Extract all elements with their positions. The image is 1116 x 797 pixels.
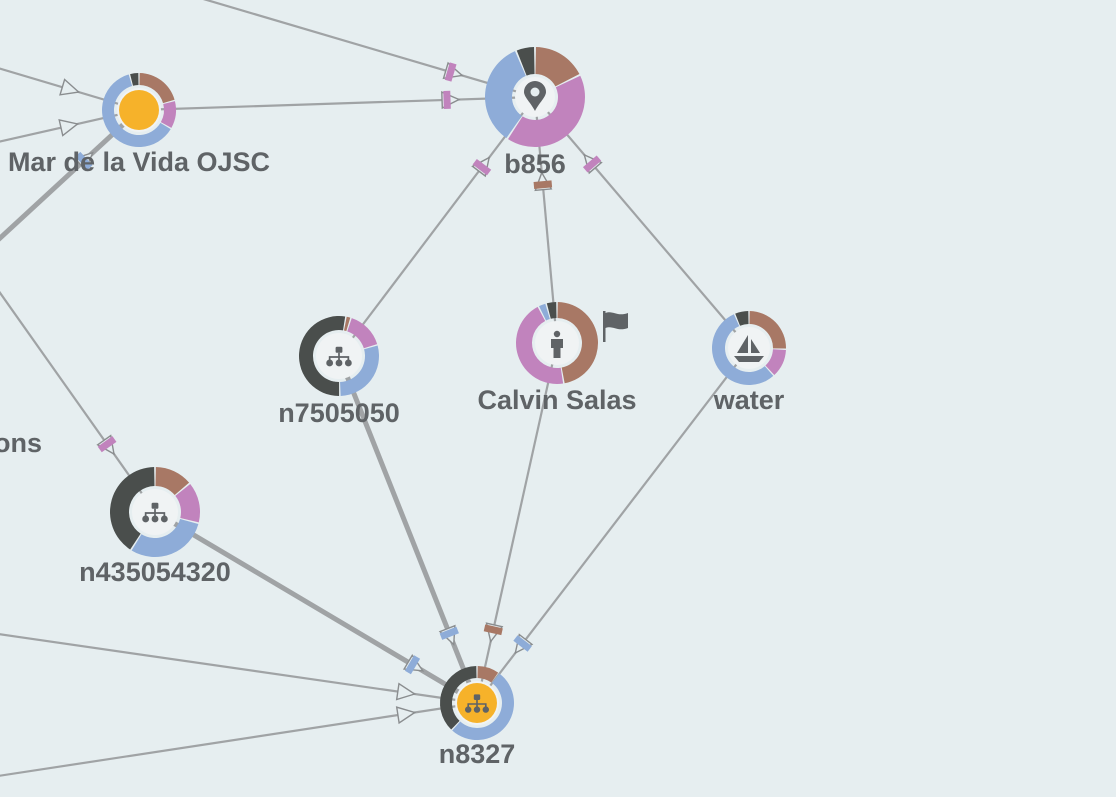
node-water[interactable]: water xyxy=(712,311,786,415)
ring-segment-pink xyxy=(160,101,176,128)
flag-icon xyxy=(603,311,628,342)
link-marker xyxy=(472,158,492,176)
node-center-dot xyxy=(119,90,159,130)
ring-segment-pink xyxy=(347,318,378,349)
edge-line xyxy=(534,96,750,349)
ring-segment-brown xyxy=(535,47,580,87)
ring-segment-brown xyxy=(155,467,190,496)
ring-segment-pink xyxy=(765,349,786,375)
link-marker xyxy=(404,655,421,675)
edge-line xyxy=(0,701,478,777)
ring-segment-pink xyxy=(516,306,564,384)
node-b856[interactable]: b856 xyxy=(484,47,585,179)
node-calvin-salas[interactable]: Calvin Salas xyxy=(477,302,637,415)
ring-segment-dark xyxy=(130,73,139,86)
arrowhead xyxy=(58,118,80,137)
link-marker xyxy=(533,180,553,189)
ring-segment-pink xyxy=(175,483,201,523)
nodes-layer: Mar de la Vida OJSC b856 n7505050 Calvin… xyxy=(0,47,786,769)
edge-offscreen-left-b-to-mar[interactable] xyxy=(0,108,140,143)
node-core xyxy=(728,327,770,369)
link-marker xyxy=(444,62,457,82)
edge-offscreen-left-d-to-n435054320[interactable] xyxy=(0,290,156,513)
ring-segment-dark xyxy=(110,467,155,550)
edge-offscreen-left-top-to-b856[interactable] xyxy=(200,0,536,99)
edges-layer xyxy=(0,0,750,777)
edge-offscreen-left-e-to-n8327[interactable] xyxy=(0,633,478,705)
node-label: Calvin Salas xyxy=(477,385,636,415)
node-label: n7505050 xyxy=(278,398,400,428)
org-chart-icon xyxy=(326,346,352,367)
node-mar-de-la-vida-ojsc[interactable]: Mar de la Vida OJSC xyxy=(8,73,270,177)
org-chart-icon xyxy=(465,694,489,713)
link-marker xyxy=(582,155,602,173)
node-label: b856 xyxy=(504,149,566,179)
edge-line xyxy=(0,290,156,513)
link-marker xyxy=(443,90,451,109)
edge-water-to-n8327[interactable] xyxy=(476,347,750,704)
node-ons-partial[interactable]: ons xyxy=(0,428,42,458)
edge-offscreen-left-a-to-mar[interactable] xyxy=(0,67,140,112)
link-marker xyxy=(513,635,532,652)
ring-segment-dark xyxy=(516,47,535,76)
arrowhead xyxy=(59,78,81,96)
link-marker xyxy=(483,624,503,636)
edge-line xyxy=(138,95,536,112)
sailboat-icon xyxy=(734,335,764,362)
arrowhead xyxy=(395,682,417,701)
edge-calvin-to-n8327[interactable] xyxy=(475,342,559,704)
map-pin-icon xyxy=(524,81,546,111)
edge-water-to-b856[interactable] xyxy=(534,96,750,349)
org-chart-icon xyxy=(142,502,168,523)
ring-segment-dark xyxy=(299,316,346,397)
ring-segment-blue xyxy=(102,74,171,148)
ring-segment-blue xyxy=(484,51,526,139)
link-marker xyxy=(97,436,117,453)
arrowhead xyxy=(395,706,417,725)
ring-segment-blue xyxy=(712,314,774,385)
ring-segment-pink xyxy=(508,75,585,147)
node-n8327[interactable]: n8327 xyxy=(439,666,516,769)
edge-n7505050-to-b856[interactable] xyxy=(338,96,536,357)
ring-segment-blue xyxy=(131,518,199,557)
ring-segment-blue xyxy=(340,345,379,396)
ring-segment-brown xyxy=(749,311,786,349)
ring-segment-brown xyxy=(139,73,175,104)
ring-segment-blue xyxy=(539,303,550,321)
edge-line xyxy=(338,96,536,357)
ring-segment-dark xyxy=(440,666,477,730)
node-label: water xyxy=(713,385,785,415)
edge-offscreen-left-f-to-n8327[interactable] xyxy=(0,701,478,777)
ring-segment-brown xyxy=(344,316,351,332)
edge-line xyxy=(153,509,479,706)
person-icon xyxy=(551,311,628,358)
ring-segment-dark xyxy=(546,302,557,319)
node-n435054320[interactable]: n435054320 xyxy=(79,467,231,587)
edge-mar-to-b856[interactable] xyxy=(138,90,536,112)
node-n7505050[interactable]: n7505050 xyxy=(278,316,400,428)
node-label: n435054320 xyxy=(79,557,231,587)
ring-segment-brown xyxy=(557,302,598,384)
node-label: Mar de la Vida OJSC xyxy=(8,147,270,177)
ring-segment-blue xyxy=(452,673,514,740)
edge-line xyxy=(202,0,536,99)
node-label: ons xyxy=(0,428,42,458)
link-marker xyxy=(439,626,459,640)
ring-segment-brown xyxy=(477,666,499,683)
edge-n435054320-to-n8327[interactable] xyxy=(153,509,479,706)
node-label: n8327 xyxy=(439,739,516,769)
ring-segment-dark xyxy=(735,311,749,326)
link-marker xyxy=(75,151,93,170)
edge-n7505050-to-n8327[interactable] xyxy=(336,355,480,704)
